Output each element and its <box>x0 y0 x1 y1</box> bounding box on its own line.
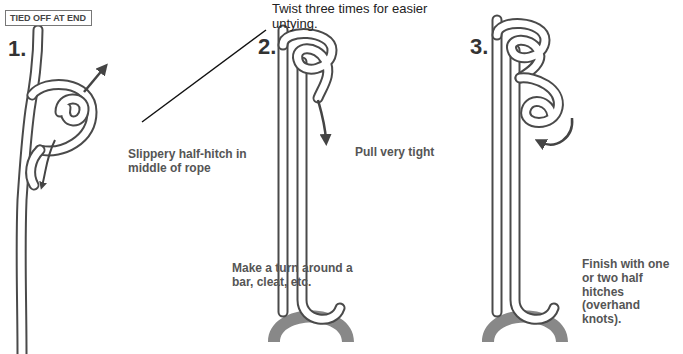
step-number: 1. <box>8 36 38 61</box>
step-note: Make a turn around a bar, cleat, etc. <box>232 262 372 290</box>
step-note: Finish with one or two half hitches (ove… <box>582 258 680 327</box>
step-number: 3. <box>470 34 500 59</box>
leader-line <box>142 30 266 122</box>
callout-note: Twist three times for easier untying. <box>272 2 437 32</box>
step-number: 2. <box>258 34 288 59</box>
step-note: Slippery half-hitch in middle of rope <box>128 148 278 176</box>
rope-figure-2 <box>268 30 354 342</box>
rope-figure-1 <box>21 30 104 354</box>
end-tag-box: TIED OFF AT END <box>5 10 92 26</box>
step-note: Pull very tight <box>355 146 465 160</box>
box-label: TIED OFF AT END <box>10 13 87 23</box>
rope-figure-3 <box>482 20 572 342</box>
